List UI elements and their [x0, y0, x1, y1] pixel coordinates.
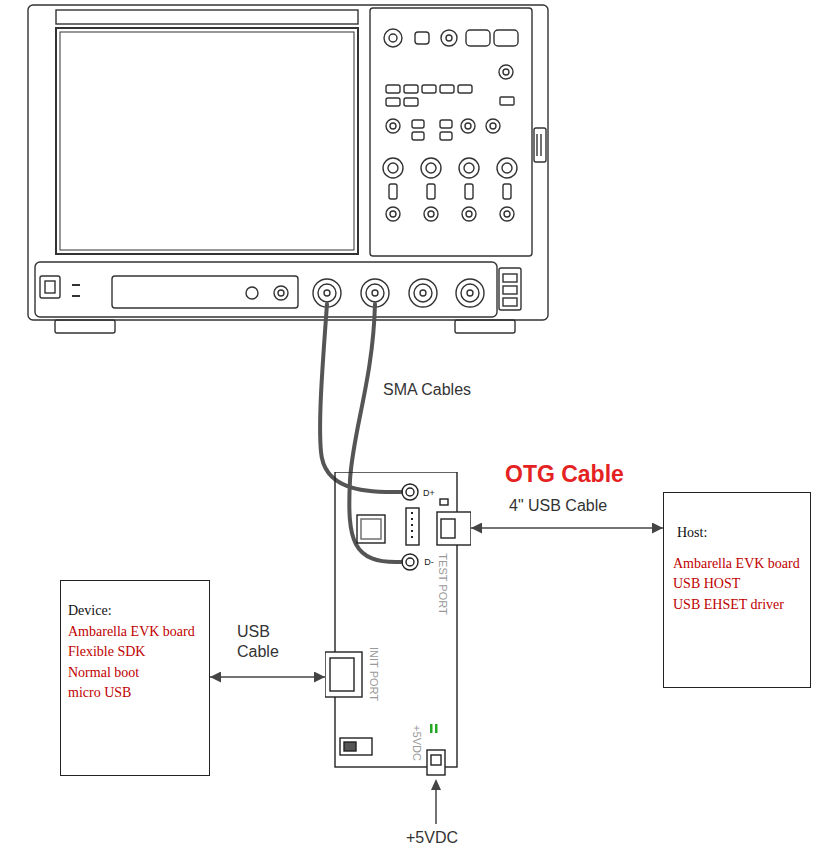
board-box: Host: Ambarella EVK boardUSB HOSTUSB EHSE… — [663, 492, 811, 688]
cable-label: 4" USB Cable — [509, 496, 607, 516]
port-label: INIT PORT — [368, 647, 379, 701]
pin-label: D- — [424, 558, 434, 567]
box-line: Flexible SDK — [68, 642, 205, 663]
box-line: Ambarella EVK board — [68, 622, 205, 643]
box-line: USB HOST — [673, 574, 806, 595]
usb-cable-connector — [210, 676, 325, 678]
power-label: +5VDC — [406, 828, 458, 847]
pin-label: D+ — [423, 489, 435, 498]
cable-type-label: OTG Cable — [505, 461, 624, 489]
usb-cable-connector — [471, 527, 663, 529]
box-line: Ambarella EVK board — [673, 554, 806, 575]
test-fixture-outline — [325, 472, 471, 777]
port-label: TEST PORT — [437, 553, 448, 614]
box-heading: Device: — [68, 601, 205, 622]
cable-label: SMA Cables — [383, 380, 471, 399]
box-line: Normal boot — [68, 663, 205, 684]
box-line: USB EHSET driver — [673, 595, 806, 616]
cable-label: USB Cable — [237, 622, 289, 662]
board-box: Device:Ambarella EVK boardFlexible SDKNo… — [60, 580, 210, 776]
test-fixture: D+ D-TEST PORT INIT PORT +5VDC — [325, 472, 471, 777]
box-line: micro USB — [68, 683, 205, 704]
box-heading: Host: — [677, 523, 806, 544]
power-label: +5VDC — [411, 725, 422, 761]
